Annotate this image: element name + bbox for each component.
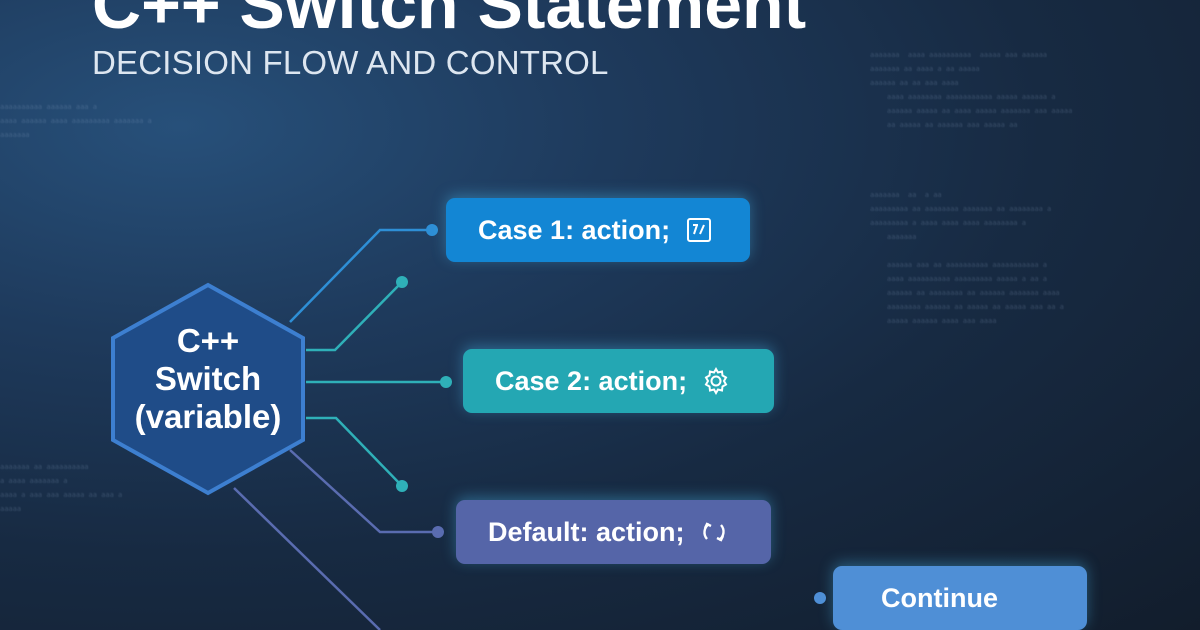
default-label: Default: action; — [488, 516, 685, 547]
node-dot — [440, 376, 452, 388]
node-dot — [396, 480, 408, 492]
case2-label: Case 2: action; — [495, 365, 688, 396]
code-edit-icon — [684, 215, 714, 245]
node-dot — [432, 526, 444, 538]
node-dot — [426, 224, 438, 236]
switch-line1: C++ — [176, 322, 240, 359]
continue-label: Continue — [881, 582, 998, 613]
background-code-right: aaaaaaa aaaa aaaaaaaaaa aaaaa aaa aaaaaa… — [870, 51, 1073, 325]
node-dot — [814, 592, 826, 604]
page-subtitle: DECISION FLOW AND CONTROL — [92, 44, 609, 81]
background-code-left-lower: aaaaaaa aa aaaaaaaaaa a aaaa aaaaaaa a a… — [0, 463, 123, 513]
connector-continue — [233, 487, 381, 630]
continue-box[interactable]: Continue — [833, 566, 1087, 630]
switch-line3: (variable) — [134, 398, 282, 435]
case1-label: Case 1: action; — [478, 214, 671, 245]
gear-icon — [701, 366, 731, 396]
connector-branch-up — [306, 281, 403, 352]
connector-case1 — [289, 228, 432, 323]
page-title: C++ Switch Statement — [92, 0, 807, 43]
background-code-left: aaaaaaaaaa aaaaaa aaa a aaaa aaaaaa aaaa… — [0, 103, 152, 139]
switch-line2: Switch — [154, 360, 262, 397]
case1-box[interactable]: Case 1: action; — [446, 198, 750, 262]
case2-box[interactable]: Case 2: action; — [463, 349, 774, 413]
switch-hexagon — [111, 282, 305, 496]
switch-node-label: C++ Switch (variable) — [110, 322, 306, 436]
refresh-cycle-icon — [699, 517, 729, 547]
connector-default — [289, 449, 438, 534]
node-dot — [396, 276, 408, 288]
default-box[interactable]: Default: action; — [456, 500, 771, 564]
connector-branch-down — [306, 416, 403, 487]
